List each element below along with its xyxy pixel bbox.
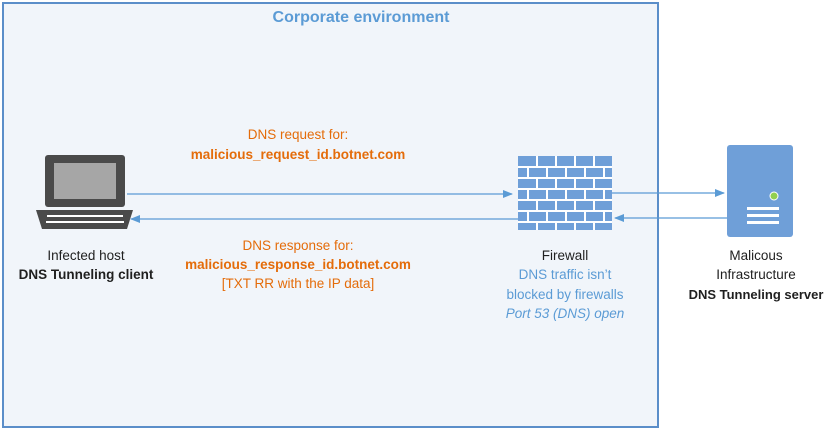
request-label: DNS request for: [247, 127, 349, 142]
server-label-line1: Malicous [729, 248, 783, 263]
response-detail: [TXT RR with the IP data] [221, 276, 375, 291]
firewall-note-line1: DNS traffic isn’t [518, 267, 612, 282]
server-role: DNS Tunneling server [688, 287, 824, 302]
response-label: DNS response for: [242, 238, 354, 253]
laptop-icon [36, 155, 133, 229]
server-label-line2: Infrastructure [716, 267, 796, 282]
brick-wall-icon [518, 156, 612, 230]
infected-host-label: Infected host [47, 248, 125, 263]
environment-title: Corporate environment [272, 9, 450, 26]
request-domain: malicious_request_id.botnet.com [190, 147, 406, 162]
firewall-label: Firewall [541, 248, 589, 263]
firewall-port-note: Port 53 (DNS) open [505, 306, 625, 321]
infected-host-role: DNS Tunneling client [18, 267, 154, 282]
response-domain: malicious_response_id.botnet.com [185, 257, 411, 272]
server-tower-icon [727, 145, 793, 237]
firewall-note-line2: blocked by firewalls [506, 287, 624, 302]
